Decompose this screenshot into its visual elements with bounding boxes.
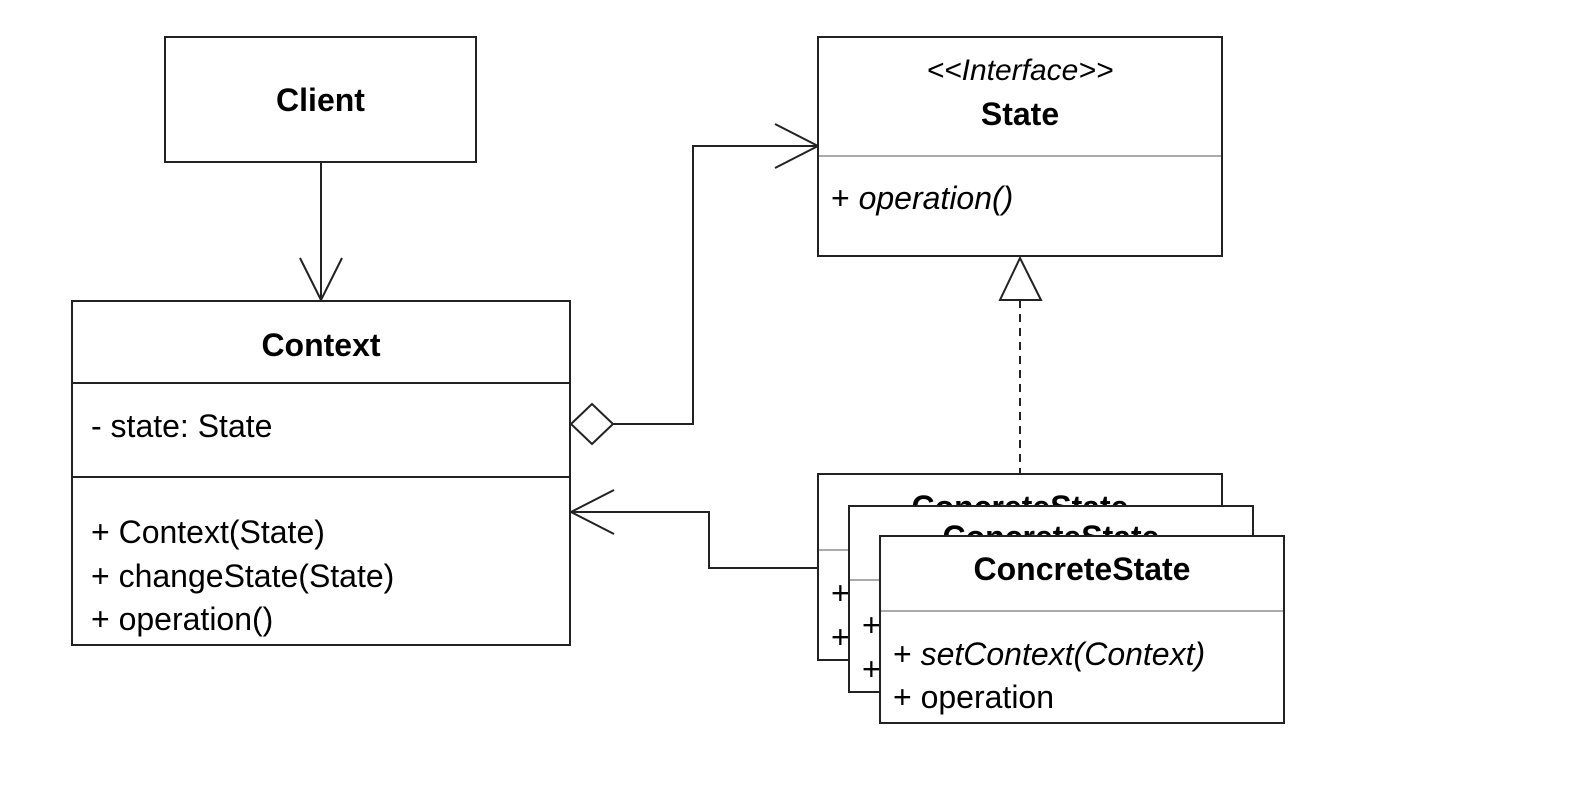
client-class-title: Client <box>276 82 365 118</box>
concretestate-back-op: + <box>831 575 850 611</box>
context-operation: + changeState(State) <box>91 558 395 594</box>
concretestate-operation: + setContext(Context) <box>893 636 1205 673</box>
concretestate-operation-visibility: + <box>893 636 921 672</box>
realization-triangle <box>998 255 1043 301</box>
state-class-title: State <box>980 96 1060 132</box>
context-title-divider <box>73 382 569 384</box>
context-attribute: - state: State <box>91 408 273 444</box>
client-class[interactable]: Client <box>164 36 477 163</box>
state-operation-visibility: + <box>831 180 859 216</box>
concretestate-middle-op: + <box>862 651 881 687</box>
context-class[interactable]: Context - state: State + Context(State) … <box>71 300 571 646</box>
context-operation: + Context(State) <box>91 514 325 550</box>
context-operation: + operation() <box>91 601 274 637</box>
concretestate-context-arrowhead <box>568 489 615 535</box>
concretestate-operation-name: setContext(Context) <box>920 636 1206 672</box>
concretestate-operation: + operation <box>893 679 1054 716</box>
state-interface-class[interactable]: <<Interface>> State + operation() <box>817 36 1223 257</box>
state-divider <box>819 155 1221 157</box>
context-attribute-divider <box>73 476 569 478</box>
aggregation-diamond <box>569 402 615 446</box>
concretestate-operation-visibility: + <box>893 679 921 715</box>
context-state-aggregation-line <box>613 145 818 425</box>
concretestate-divider <box>881 610 1283 612</box>
state-operation: + operation() <box>831 180 1013 217</box>
concretestate-middle-op: + <box>862 607 881 643</box>
context-class-title: Context <box>261 327 381 363</box>
state-stereotype: <<Interface>> <box>926 54 1114 87</box>
concretestate-operation-name: operation <box>920 679 1055 715</box>
concretestate-class-title: ConcreteState <box>973 551 1191 587</box>
concretestate-class[interactable]: ConcreteState + setContext(Context) + op… <box>879 535 1285 724</box>
state-operation-name: operation() <box>858 180 1014 216</box>
concretestate-context-association-line <box>571 511 818 569</box>
concretestate-back-op: + <box>831 619 850 655</box>
